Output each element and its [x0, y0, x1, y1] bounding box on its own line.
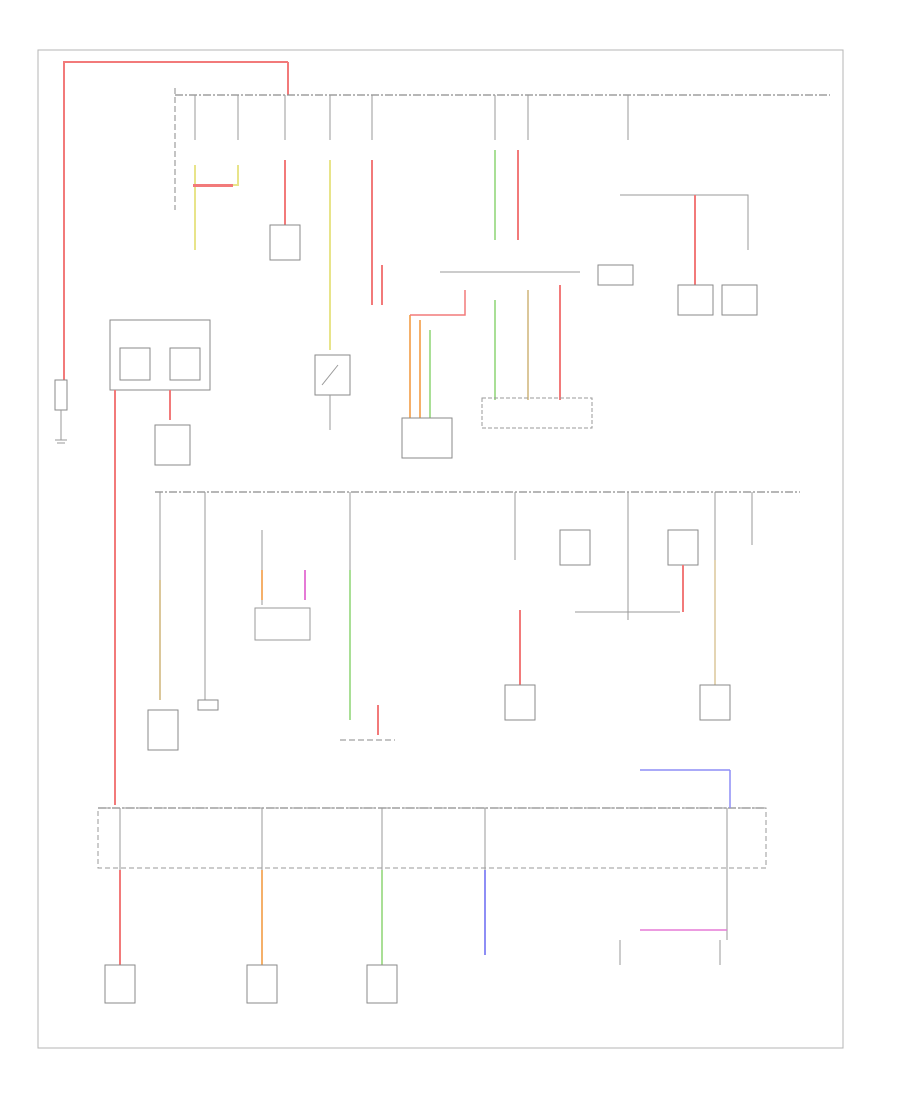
- component-box: [699, 684, 731, 721]
- top-fuse-bus: [174, 88, 830, 210]
- page-frame: [37, 49, 844, 1049]
- battery-feed: [54, 61, 289, 444]
- center-switch: [314, 354, 351, 430]
- component-box: [366, 964, 398, 1004]
- component-box: [559, 529, 591, 566]
- component-box: [504, 684, 536, 721]
- left-control-module: [109, 319, 211, 805]
- top-fuse-branches: [193, 95, 758, 350]
- bottom-module: [97, 769, 767, 869]
- component-box: [154, 424, 191, 466]
- component-box: [269, 224, 301, 261]
- component-box: [104, 964, 136, 1004]
- component-box: [721, 284, 758, 316]
- mid-fuse-branches: [147, 492, 753, 751]
- component-box: [246, 964, 278, 1004]
- ground-symbol: [55, 439, 67, 444]
- component-box: [147, 709, 179, 751]
- bottom-fuse-branches: [104, 808, 728, 1004]
- center-connector-cluster: [401, 285, 593, 459]
- component-box: [597, 264, 634, 286]
- component-box: [667, 529, 699, 566]
- component-box: [677, 284, 714, 316]
- battery-symbol: [54, 379, 68, 411]
